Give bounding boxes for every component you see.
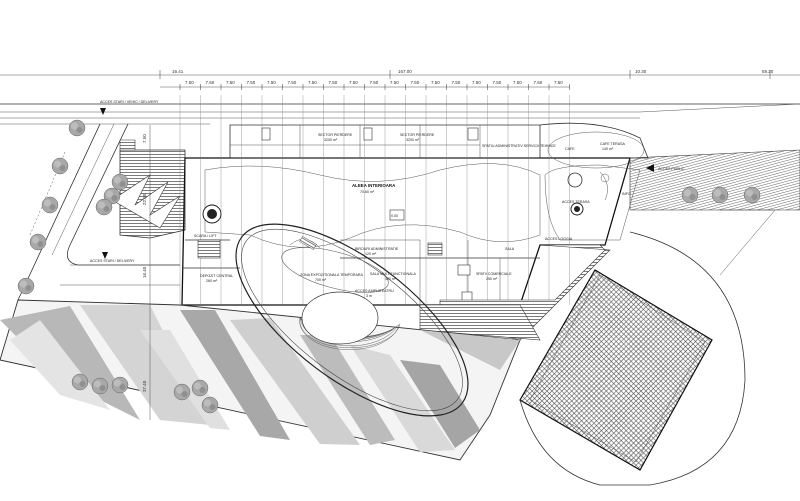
label-access-top: ACCES STARI / VEHIC / DELIVERY [100, 100, 159, 104]
right-entry-wedge [539, 122, 800, 241]
label-room-left: DEPOZIT CENTRAL [200, 274, 233, 278]
ramp-hatched [419, 244, 611, 341]
tree-icon [95, 198, 113, 216]
label-room-mid-area: 700 m² [315, 278, 327, 282]
dim-overall-4: 59.20 [762, 69, 774, 74]
dim-bay: 7.50 [513, 80, 522, 85]
parking-block [519, 209, 776, 486]
label-access-right: ACCES PUBLIC [658, 167, 685, 171]
dim-bay: 7.50 [267, 80, 276, 85]
tree-icon [201, 396, 219, 414]
dim-bay: 7.50 [185, 80, 194, 85]
label-parking-1: SECTOR PIERDERE [318, 133, 353, 137]
dim-bay: 7.50 [349, 80, 358, 85]
dim-bay: 7.50 [329, 80, 338, 85]
tree-icon [17, 277, 35, 295]
label-kiosk: INFO [622, 192, 631, 196]
label-room-center: BIROURI ADMINISTRATIE [355, 247, 399, 251]
dimension-chain-top: 16.41 167.00 10.30 59.20 7.50 7.50 7.50 7.5… [0, 69, 800, 90]
dim-overall-2: 167.00 [398, 69, 412, 74]
dim-bay: 7.50 [390, 80, 399, 85]
label-room-right-mid2: SPATII COMERCIALE [476, 272, 512, 276]
label-room-core: SCARA / LIFT [194, 234, 217, 238]
label-room-center2-area: 300 m² [385, 277, 397, 281]
label-access-left: ACCES STARI / DELIVERY [90, 259, 135, 263]
label-room-right-top: CAFE TERASA [600, 142, 625, 146]
label-room-right-small: CAFE [565, 147, 575, 151]
dim-bay: 7.50 [452, 80, 461, 85]
tree-icon [71, 373, 89, 391]
label-room-mid: ZONA EXPOZITIONALA TEMPORARA [300, 273, 363, 277]
label-hall-area: 70.60 m² [360, 190, 375, 194]
trees-group [17, 119, 761, 414]
dim-side-4: 37.40 [142, 380, 147, 392]
triangle-arrow-icon [102, 252, 108, 259]
dim-side-1: 7.50 [142, 134, 147, 143]
triangle-arrow-icon [646, 164, 654, 172]
dim-bay: 7.50 [206, 80, 215, 85]
dim-overall-1: 16.41 [172, 69, 184, 74]
label-room-center2: SALA MULTIFUNCTIONALA [370, 272, 416, 276]
entrance-canopy [111, 139, 186, 239]
access-arrow-left [102, 252, 108, 259]
tree-icon [191, 379, 209, 397]
label-hall: ALEEA INTERIOARA [352, 183, 396, 188]
tree-icon [111, 173, 129, 191]
dim-bay: 7.50 [554, 80, 563, 85]
label-parking-2: SECTOR PIERDERE [400, 133, 435, 137]
label-marker: 0.00 [391, 214, 398, 218]
label-room-center-area: 120 m² [365, 252, 377, 256]
dim-bay: 7.50 [288, 80, 297, 85]
tree-icon [173, 383, 191, 401]
tree-icon [91, 377, 109, 395]
tree-icon [681, 186, 699, 204]
label-parking-2-area: 3200 m² [406, 138, 420, 142]
tree-icon [111, 376, 129, 394]
left-access-road [17, 123, 180, 301]
label-room-right-small2: ACCES TERASA [562, 200, 590, 204]
dim-bay: 7.50 [472, 80, 481, 85]
dim-overall-3: 10.30 [635, 69, 647, 74]
tree-icon [68, 119, 86, 137]
access-arrow-right [646, 164, 654, 172]
dim-bay: 7.50 [534, 80, 543, 85]
label-room-bottom-area: 3 m [366, 294, 372, 298]
dim-bay: 7.50 [247, 80, 256, 85]
access-arrow-top [100, 108, 106, 115]
amphitheatre [235, 223, 469, 417]
dim-side-3: 16.40 [142, 266, 147, 278]
dim-side-2: 22.50 [142, 193, 147, 205]
label-room-right-mid: SALA [505, 247, 515, 251]
dim-bay: 7.50 [493, 80, 502, 85]
tree-icon [711, 186, 729, 204]
label-room-right-mid2-area: 250 m² [486, 277, 498, 281]
label-room-left-area: 260 m² [206, 279, 218, 283]
tree-icon [51, 157, 69, 175]
label-room-right-area: 140 m² [602, 147, 614, 151]
triangle-arrow-icon [100, 108, 106, 115]
road-lines [0, 103, 800, 125]
dim-bay: 7.50 [370, 80, 379, 85]
dim-bay: 7.50 [411, 80, 420, 85]
tree-icon [29, 233, 47, 251]
label-room-bottom: ACCES AMPHITEATRU [355, 289, 394, 293]
dim-bay: 7.50 [431, 80, 440, 85]
dim-bay: 7.50 [226, 80, 235, 85]
tree-icon [743, 186, 761, 204]
dim-bay: 7.50 [308, 80, 317, 85]
tree-icon [41, 196, 59, 214]
label-room-top: SPATIU ADMINISTRATIV SERVICII TEHNICE [482, 144, 556, 148]
label-parking-1-area: 3200 m² [324, 138, 338, 142]
label-entry-small: ACCES LOGGIA [545, 237, 573, 241]
